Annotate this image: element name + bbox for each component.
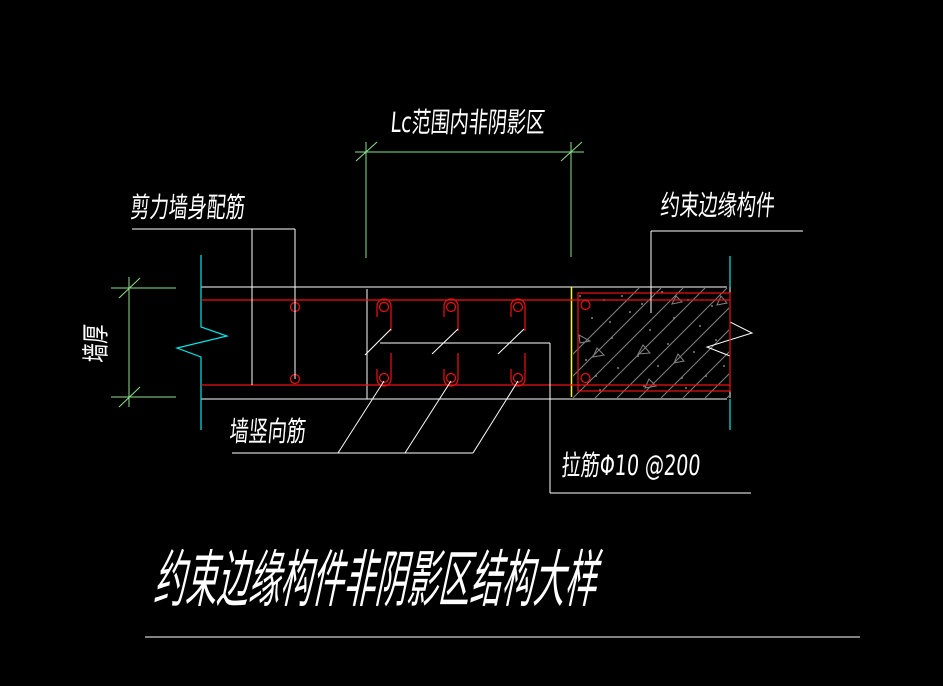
tie-bar-hooks bbox=[376, 298, 526, 387]
edge-member-leader bbox=[650, 230, 803, 313]
edge-member-label: 约束边缘构件 bbox=[659, 189, 777, 222]
concrete-hatch bbox=[573, 288, 729, 398]
lc-region-label: Lc范围内非阴影区 bbox=[389, 106, 547, 139]
tie-bar-leader bbox=[364, 328, 751, 494]
wall-vertical-rebar-leader bbox=[232, 380, 519, 454]
aggregate-dots bbox=[579, 291, 725, 391]
wall-outline bbox=[201, 286, 727, 400]
wall-thickness-label: 墙厚 bbox=[79, 323, 113, 364]
vertical-bar-sections bbox=[289, 299, 591, 385]
wall-horizontal-rebar bbox=[201, 299, 730, 386]
shear-wall-rebar-leader bbox=[132, 228, 296, 385]
wall-vertical-rebar-label: 墙竖向筋 bbox=[228, 415, 308, 448]
break-line-left bbox=[174, 255, 230, 430]
shear-wall-rebar-label: 剪力墙身配筋 bbox=[129, 191, 247, 224]
tie-bar-label: 拉筋Φ10 @200 bbox=[560, 449, 702, 482]
edge-member-stirrup bbox=[577, 292, 731, 392]
lc-dimension bbox=[355, 141, 584, 258]
wall-thickness-dimension bbox=[111, 277, 176, 408]
drawing-title: 约束边缘构件非阴影区结构大样 bbox=[149, 543, 608, 616]
